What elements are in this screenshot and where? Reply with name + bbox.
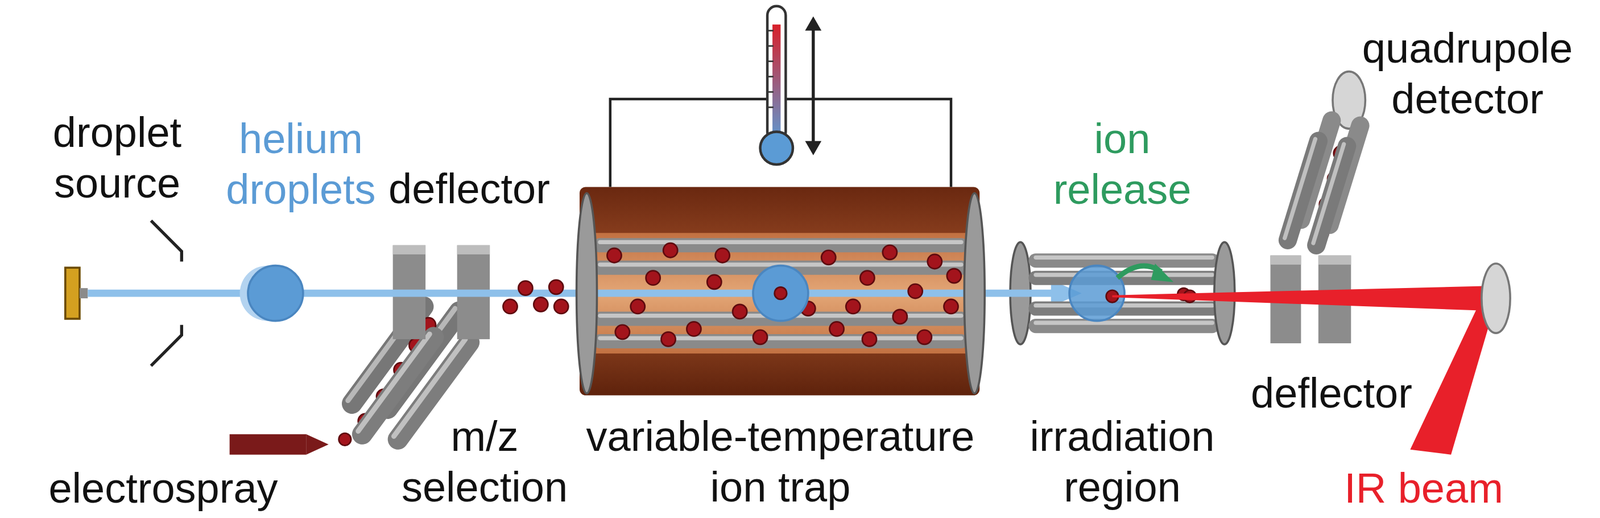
thermometer-bulb xyxy=(760,131,793,165)
skimmer xyxy=(151,220,183,262)
part-label: quadrupole detector xyxy=(1348,23,1587,125)
ion xyxy=(774,286,788,300)
ir-beam xyxy=(1410,298,1494,455)
helium-droplet xyxy=(1069,265,1125,321)
skimmer xyxy=(151,324,183,366)
part-label: m/z selection xyxy=(390,411,579,513)
release-arrowhead xyxy=(1151,263,1174,282)
mirror xyxy=(1481,263,1511,333)
detector-quadrupole xyxy=(1284,138,1347,246)
ions xyxy=(502,242,962,346)
thermometer-ticks xyxy=(767,30,774,108)
helium-droplet xyxy=(247,265,304,321)
electrospray-tip xyxy=(306,433,329,455)
helium-droplet xyxy=(753,265,809,321)
beam-label: helium droplets xyxy=(204,113,398,216)
end-cap xyxy=(964,192,985,394)
irradiation-rods xyxy=(1035,257,1213,326)
ir-beam xyxy=(1111,286,1485,311)
part-label: irradiation region xyxy=(1014,411,1231,513)
beam-label: IR beam xyxy=(1344,462,1504,514)
nozzle xyxy=(79,287,88,299)
arrowhead xyxy=(804,16,822,31)
droplet-source xyxy=(65,267,80,319)
part-label: variable-temperature ion trap xyxy=(564,411,997,513)
process-label: ion release xyxy=(1039,113,1205,216)
part-label: deflector xyxy=(1250,368,1413,419)
arrowhead xyxy=(804,141,822,156)
thermometer-fill xyxy=(772,24,781,143)
part-label: deflector xyxy=(388,163,551,215)
double-arrow xyxy=(811,28,815,143)
part-label: electrospray xyxy=(48,462,278,514)
part-label: droplet source xyxy=(20,107,214,209)
end-cap xyxy=(576,192,598,394)
electrospray-needle xyxy=(229,433,307,455)
